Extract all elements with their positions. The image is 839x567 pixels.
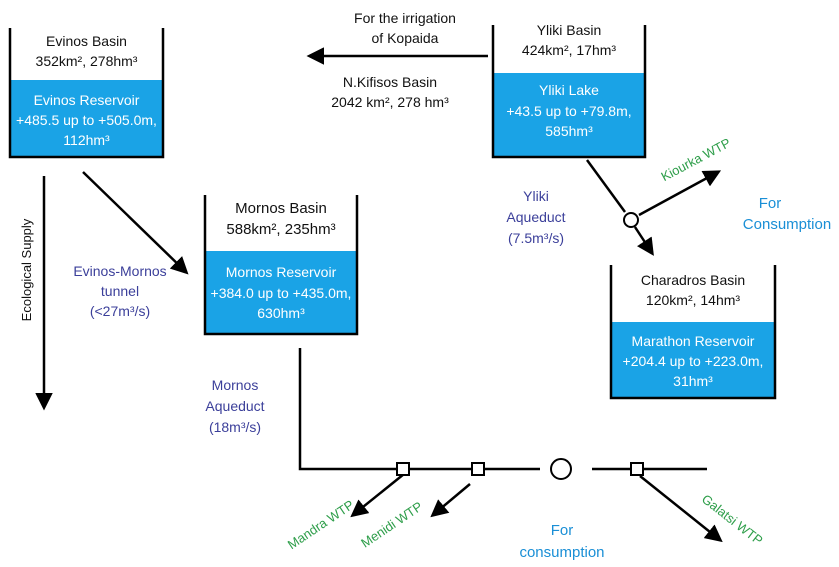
galatsi-wtp-node — [630, 462, 644, 476]
marathon-reservoir-fill — [611, 322, 774, 397]
yliki-aqueduct-label-line2: Aqueduct — [506, 209, 566, 225]
galatsi-arrow — [639, 475, 723, 543]
yliki-basin-container — [491, 25, 647, 159]
yliki-basin-title: Yliki Basin — [536, 22, 602, 38]
yliki-lake-volume: 585hm³ — [545, 123, 593, 139]
yliki-aqueduct-label-line3: (7.5m³/s) — [508, 230, 564, 246]
evinos-basin-stats: 352km², 278hm³ — [35, 53, 138, 69]
yliki-basin-stats: 424km², 17hm³ — [521, 42, 617, 58]
ecological-supply-label: Ecological Supply — [19, 218, 34, 322]
consumption-bottom-line1: For — [550, 522, 574, 539]
consumption-right-line2: Consumption — [742, 216, 832, 233]
evinos-tunnel-label-line1: Evinos-Mornos — [73, 263, 167, 279]
mornos-aqueduct-line — [298, 348, 540, 471]
evinos-tunnel-label-line3: (<27m³/s) — [89, 303, 151, 319]
yliki-aqueduct-label-line1: Yliki — [523, 188, 549, 204]
yliki-lake-fill — [493, 73, 645, 156]
mornos-basin-container — [203, 195, 359, 336]
irrigation-label-line2: of Kopaida — [371, 30, 439, 46]
mornos-reservoir-fill — [205, 251, 357, 333]
evinos-reservoir-volume: 112hm³ — [63, 132, 110, 148]
mornos-basin-stats: 588km², 235hm³ — [226, 221, 336, 238]
kifisos-label-line2: 2042 km², 278 hm³ — [331, 94, 449, 110]
marathon-reservoir-range: +204.4 up to +223.0m, — [622, 353, 764, 369]
mandra-wtp-node — [396, 462, 410, 476]
evinos-tunnel-label-line2: tunnel — [100, 283, 140, 299]
mornos-aqueduct-label-line1: Mornos — [211, 377, 259, 393]
yliki-junction-node — [623, 212, 639, 228]
mandra-arrow — [350, 473, 405, 518]
menidi-wtp-node — [471, 462, 485, 476]
marathon-reservoir-name: Marathon Reservoir — [631, 333, 755, 349]
mornos-basin-title: Mornos Basin — [235, 200, 327, 217]
yliki-aqueduct-arrow — [633, 226, 654, 256]
evinos-reservoir-name: Evinos Reservoir — [33, 92, 140, 108]
menidi-arrow — [430, 483, 471, 518]
charadros-basin-container — [609, 265, 777, 400]
consumption-bottom-line2: consumption — [519, 544, 605, 561]
consumption-right-line1: For — [758, 195, 782, 212]
consumption-junction-node — [550, 458, 572, 480]
mornos-aqueduct-label-line2: Aqueduct — [205, 398, 265, 414]
mornos-aqueduct-label-line3: (18m³/s) — [208, 419, 262, 435]
yliki-lake-name: Yliki Lake — [539, 82, 599, 98]
kifisos-label-line1: N.Kifisos Basin — [342, 74, 438, 90]
evinos-reservoir-fill — [10, 80, 163, 156]
yliki-aqueduct-line — [585, 159, 627, 213]
mornos-reservoir-name: Mornos Reservoir — [225, 264, 337, 280]
evinos-basin-title: Evinos Basin — [46, 33, 127, 49]
yliki-lake-range: +43.5 up to +79.8m, — [506, 103, 632, 119]
irrigation-label-line1: For the irrigation — [354, 10, 456, 26]
charadros-basin-title: Charadros Basin — [640, 272, 746, 288]
kiourka-arrow — [638, 170, 722, 217]
mornos-reservoir-volume: 630hm³ — [257, 305, 305, 321]
mornos-reservoir-range: +384.0 up to +435.0m, — [210, 285, 352, 301]
charadros-basin-stats: 120km², 14hm³ — [645, 292, 741, 308]
marathon-reservoir-volume: 31hm³ — [673, 373, 713, 389]
evinos-basin-container — [8, 28, 165, 159]
evinos-mornos-tunnel-arrow — [82, 171, 189, 275]
evinos-reservoir-range: +485.5 up to +505.0m, — [16, 112, 157, 128]
